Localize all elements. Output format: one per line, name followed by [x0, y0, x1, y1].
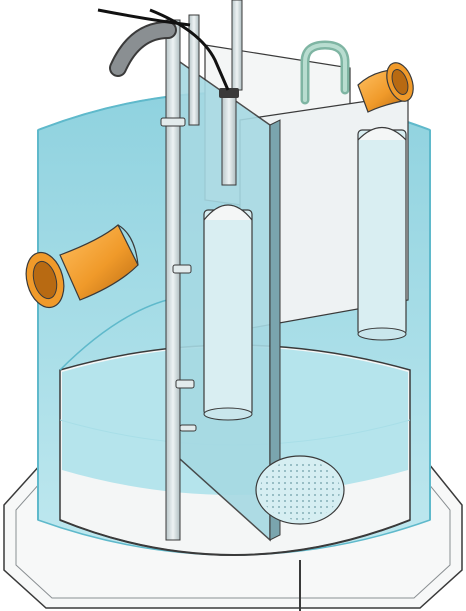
perforated-diffuser-disc — [256, 456, 344, 524]
right-half-pipe-chute — [358, 128, 406, 341]
gray-vent-hose — [118, 30, 168, 68]
outlet-elbow-pipe — [358, 59, 418, 112]
left-half-pipe-chute — [204, 205, 252, 420]
